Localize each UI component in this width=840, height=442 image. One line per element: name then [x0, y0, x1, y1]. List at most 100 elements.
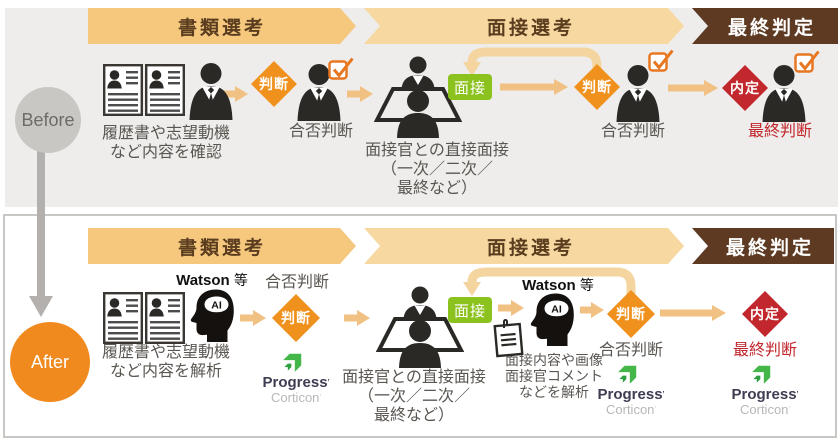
progress-name: Progress’	[731, 386, 799, 403]
after-banner-interview-screening: 面接選考	[364, 228, 684, 264]
resume-document-icon	[145, 64, 185, 116]
watson-text: Watson	[522, 277, 576, 294]
corticon-name: Corticon’	[271, 390, 321, 405]
caption-line: （一次／二次／	[357, 388, 470, 405]
flow-arrow	[660, 305, 726, 321]
recruiter-person-icon	[189, 63, 233, 120]
watson-label: Watson 等	[166, 270, 258, 290]
caption-line: など内容を解析	[109, 363, 222, 380]
caption-line: 最終など）	[396, 180, 477, 197]
diamond-label: 判断	[582, 79, 612, 95]
checkbox-icon	[794, 50, 820, 73]
caption-line: 面接内容や画像	[505, 352, 603, 368]
progress-name: Progress’	[262, 374, 330, 391]
caption-line: 履歴書や志望動機	[101, 125, 230, 142]
judgment-diamond: 判断	[251, 61, 297, 107]
watson-label: Watson 等	[512, 275, 604, 295]
ai-head-icon: AI	[530, 293, 574, 346]
checkbox-icon	[648, 49, 674, 72]
diamond-label: 内定	[750, 306, 780, 322]
flow-arrow	[347, 86, 373, 102]
interview-tag: 面接	[448, 74, 492, 100]
loop-arrow	[463, 47, 602, 80]
after-notes-caption: 面接内容や画像 面接官コメント などを解析	[495, 352, 613, 400]
caption-line: 面接官との直接面接	[365, 142, 509, 159]
judgment-diamond: 判断	[607, 290, 655, 338]
diamond-label: 内定	[730, 80, 760, 96]
diamond-label: 判断	[616, 306, 646, 322]
after-banner-final-decision: 最終判定	[692, 228, 834, 264]
banner-label: 書類選考	[177, 237, 266, 259]
progress-corticon-logo: Progress’ Corticon’	[581, 357, 681, 417]
corticon-name: Corticon’	[740, 402, 790, 417]
judgment-diamond: 判断	[272, 294, 320, 342]
watson-text: Watson	[176, 272, 230, 289]
interview-table-icon	[374, 56, 462, 138]
corticon-name: Corticon’	[606, 402, 656, 417]
judge-person-icon	[297, 64, 341, 121]
progress-name: Progress’	[597, 386, 665, 403]
interview-tag: 面接	[448, 297, 492, 323]
after-docs-caption: 履歴書や志望動機 など内容を解析	[92, 343, 240, 381]
before-interview-caption: 面接官との直接面接 （一次／二次／ 最終など）	[357, 141, 517, 198]
flow-arrow	[668, 80, 718, 96]
offer-diamond: 内定	[722, 65, 768, 111]
interview-table-icon	[376, 286, 464, 368]
offer-diamond: 内定	[742, 291, 788, 337]
after-screening-caption: 合否判断	[264, 274, 329, 291]
watson-suffix: 等	[579, 277, 594, 293]
before-interview-judge-caption: 合否判断	[600, 123, 665, 140]
checkbox-icon	[328, 57, 354, 80]
resume-document-icon	[103, 292, 143, 344]
judge-person-icon	[762, 65, 806, 122]
resume-document-icon	[103, 64, 143, 116]
before-docs-caption: 履歴書や志望動機 など内容を確認	[92, 124, 240, 162]
after-banner-document-screening: 書類選考	[88, 228, 356, 264]
after-final-caption: 最終判断	[732, 342, 797, 359]
caption-line: （一次／二次／	[380, 161, 493, 178]
banner-label: 最終判定	[725, 237, 814, 259]
watson-suffix: 等	[233, 272, 248, 288]
after-interview-caption: 面接官との直接面接 （一次／二次／ 最終など）	[334, 368, 494, 425]
ai-text: AI	[211, 300, 222, 312]
before-banner-interview-screening: 面接選考	[364, 8, 684, 44]
flow-arrow	[580, 302, 604, 318]
resume-document-icon	[145, 292, 185, 344]
caption-line: 面接官との直接面接	[342, 369, 486, 386]
diamond-label: 判断	[281, 310, 311, 326]
before-badge: Before	[15, 87, 81, 153]
banner-label: 書類選考	[177, 17, 266, 39]
flow-arrow	[344, 310, 370, 326]
before-final-caption: 最終判断	[747, 123, 812, 140]
progress-logo-icon	[752, 365, 771, 384]
before-to-after-arrow	[29, 150, 53, 317]
flow-arrow	[222, 86, 248, 102]
progress-corticon-logo: Progress’ Corticon’	[246, 345, 346, 405]
flow-arrow	[240, 310, 266, 326]
judge-person-icon	[616, 65, 660, 122]
caption-line: 最終など）	[373, 407, 454, 424]
before-banner-document-screening: 書類選考	[88, 8, 356, 44]
banner-label: 面接選考	[486, 17, 575, 39]
after-badge: After	[10, 322, 90, 402]
before-badge-label: Before	[21, 109, 75, 130]
caption-line: 履歴書や志望動機	[101, 344, 230, 361]
after-badge-label: After	[30, 351, 69, 372]
banner-label: 面接選考	[486, 237, 575, 259]
progress-corticon-logo: Progress’ Corticon’	[715, 357, 815, 417]
progress-logo-icon	[283, 353, 302, 372]
judgment-diamond: 判断	[574, 64, 620, 110]
flow-arrow	[500, 79, 568, 95]
flow-arrow	[498, 300, 524, 316]
after-interview-judge-caption: 合否判断	[598, 342, 663, 359]
loop-arrow	[463, 267, 636, 302]
before-banner-final-decision: 最終判定	[692, 8, 838, 44]
ai-head-icon: AI	[190, 289, 234, 342]
caption-line: など内容を確認	[109, 144, 222, 161]
caption-line: 面接官コメント	[505, 368, 603, 384]
caption-line: などを解析	[519, 384, 589, 400]
ai-text: AI	[551, 304, 562, 316]
banner-label: 最終判定	[727, 17, 816, 39]
progress-logo-icon	[618, 365, 637, 384]
